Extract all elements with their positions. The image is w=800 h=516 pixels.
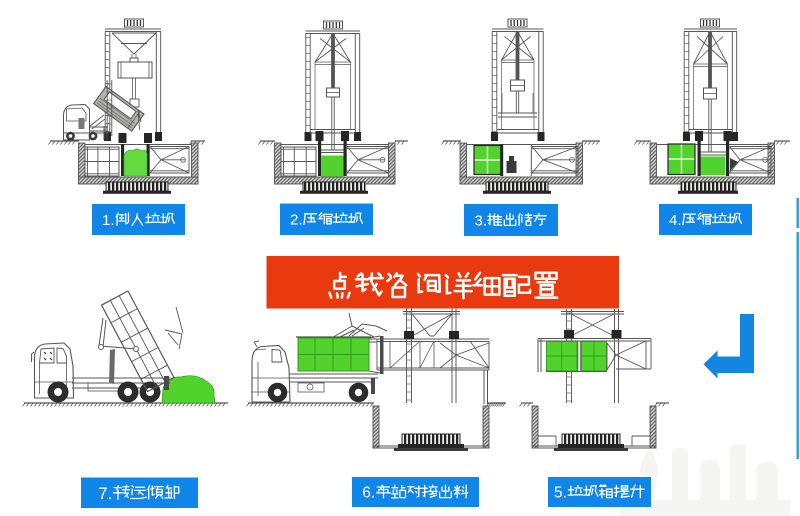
svg-text:6.: 6. bbox=[362, 485, 375, 502]
svg-text:4.: 4. bbox=[669, 212, 682, 229]
svg-text:1.: 1. bbox=[102, 212, 115, 229]
svg-text:5.: 5. bbox=[554, 485, 567, 502]
svg-text:2.: 2. bbox=[290, 212, 303, 229]
svg-text:3.: 3. bbox=[475, 212, 488, 229]
svg-text:7.: 7. bbox=[98, 484, 112, 503]
